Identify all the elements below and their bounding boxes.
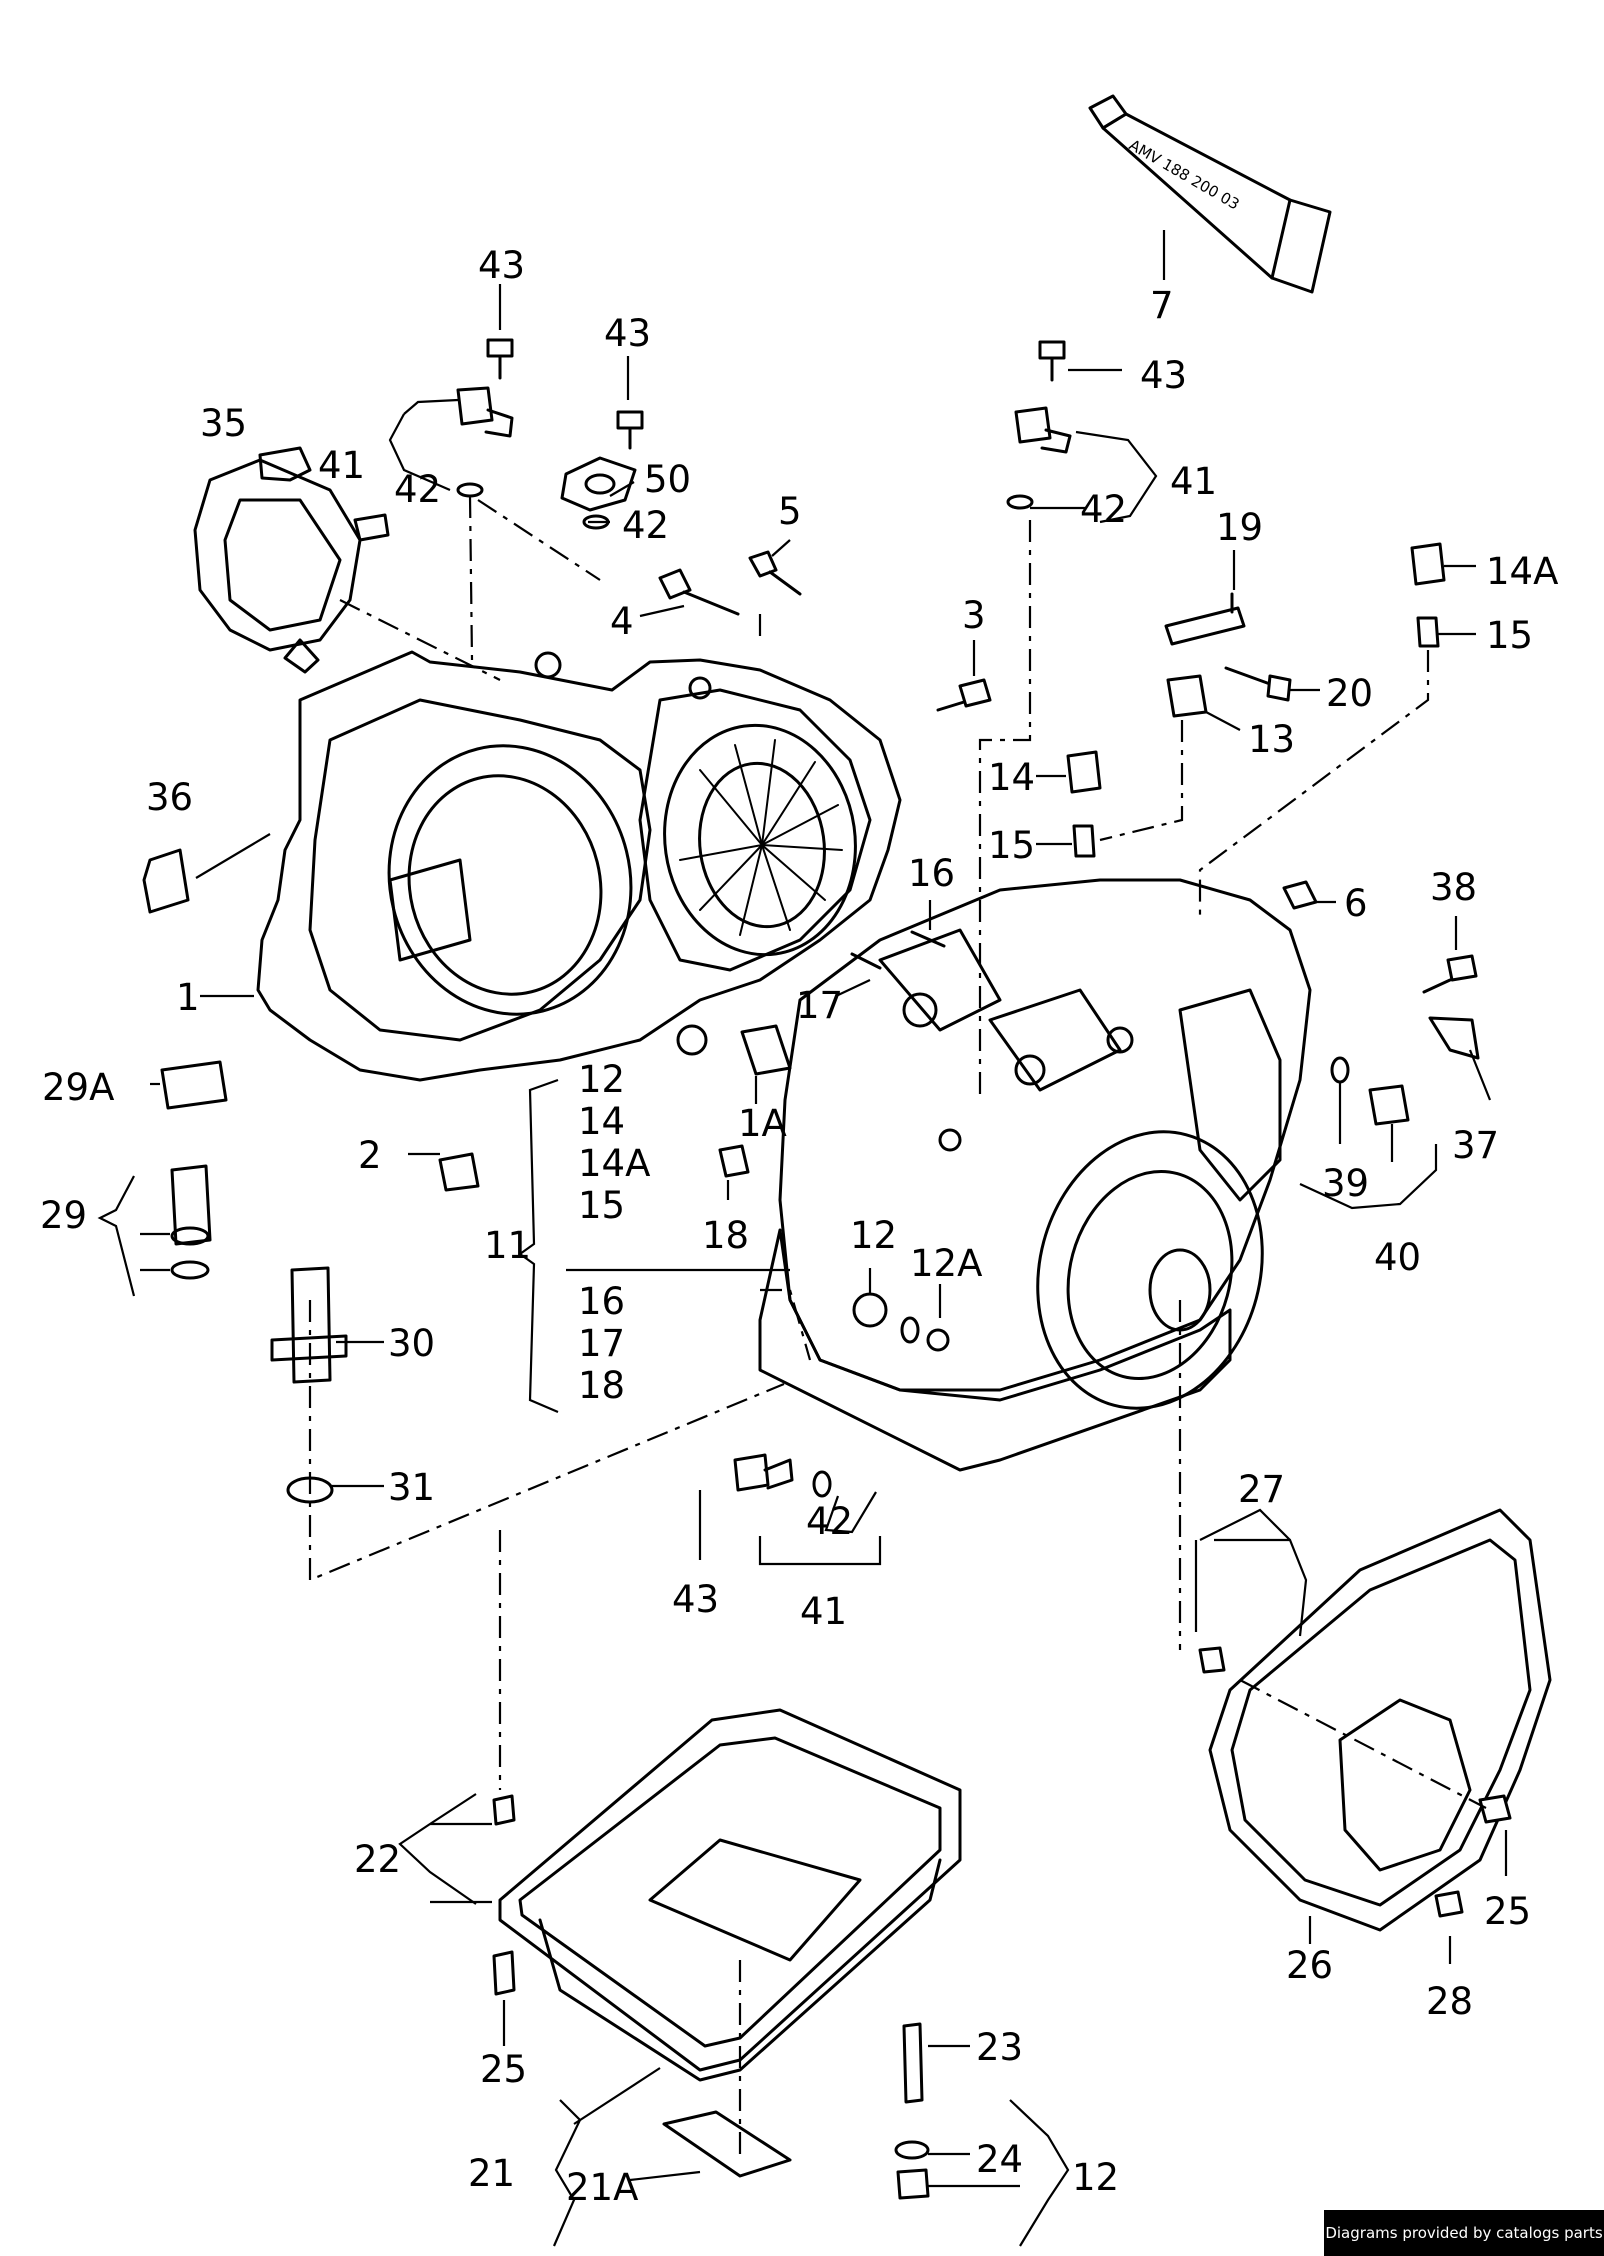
callout-4: 4 [610, 600, 634, 643]
callout-35: 35 [200, 402, 247, 445]
side-cover [1198, 1508, 1552, 1932]
gear-housing [758, 878, 1312, 1472]
small-parts [142, 338, 1480, 1504]
callout-27: 27 [1238, 1468, 1285, 1511]
group-11-item: 18 [578, 1364, 625, 1407]
callout-7: 7 [1150, 284, 1174, 327]
group-11-item: 14A [578, 1142, 650, 1185]
callout-36: 36 [146, 776, 193, 819]
callout-50: 50 [644, 458, 691, 501]
transmission-case [256, 650, 902, 1082]
callout-12A: 12A [910, 1242, 982, 1285]
callout-41c: 41 [800, 1590, 847, 1633]
callout-20: 20 [1326, 672, 1373, 715]
callout-21: 21 [468, 2152, 515, 2195]
callout-2: 2 [358, 1134, 382, 1177]
group-11-item: 16 [578, 1280, 625, 1323]
callout-29A: 29A [42, 1066, 114, 1109]
callout-labels: 43 43 43 43 7 35 41 42 50 42 41 42 5 4 3… [40, 244, 1558, 2209]
callout-43e: 43 [672, 1578, 719, 1621]
callout-3: 3 [962, 594, 986, 637]
sealant-tube: AMV 188 200 03 [1088, 94, 1332, 294]
callout-1: 1 [176, 976, 200, 1019]
callout-15a: 15 [1486, 614, 1533, 657]
group-11-label: 11 [484, 1224, 531, 1267]
callout-17a: 17 [796, 984, 843, 1027]
group-11-item: 14 [578, 1100, 625, 1143]
callout-19: 19 [1216, 506, 1263, 549]
callout-13: 13 [1248, 718, 1295, 761]
callout-12a: 12 [850, 1214, 897, 1257]
callout-37: 37 [1452, 1124, 1499, 1167]
callout-25a: 25 [480, 2048, 527, 2091]
callout-42b: 42 [622, 504, 669, 547]
callout-12b: 12 [1072, 2156, 1119, 2199]
assembly-axes [308, 495, 1487, 2160]
callout-22: 22 [354, 1838, 401, 1881]
callout-24: 24 [976, 2138, 1023, 2181]
callout-21A: 21A [566, 2166, 638, 2209]
callout-23: 23 [976, 2026, 1023, 2069]
callout-38: 38 [1430, 866, 1477, 909]
callout-16a: 16 [908, 852, 955, 895]
group-11-item: 15 [578, 1184, 625, 1227]
callout-39: 39 [1322, 1162, 1369, 1205]
callout-14a: 14 [988, 756, 1035, 799]
callout-18a: 18 [702, 1214, 749, 1257]
callout-41b: 41 [1170, 460, 1217, 503]
callout-42d: 42 [806, 1500, 853, 1543]
callout-1A: 1A [738, 1102, 787, 1145]
oil-pan [492, 1708, 962, 2200]
callout-14Aa: 14A [1486, 550, 1558, 593]
callout-42a: 42 [394, 468, 441, 511]
callout-43b: 43 [604, 312, 651, 355]
callout-30: 30 [388, 1322, 435, 1365]
callout-29: 29 [40, 1194, 87, 1237]
callout-31: 31 [388, 1466, 435, 1509]
callout-25b: 25 [1484, 1890, 1531, 1933]
group-11-item: 17 [578, 1322, 625, 1365]
guard-ring [193, 446, 390, 674]
callout-5: 5 [778, 490, 802, 533]
group-11-item: 12 [578, 1058, 625, 1101]
leader-lines [97, 284, 1508, 2247]
callout-42c: 42 [1080, 488, 1127, 531]
callout-43a: 43 [478, 244, 525, 287]
callout-15b: 15 [988, 824, 1035, 867]
callout-43c: 43 [1140, 354, 1187, 397]
credit-badge: Diagrams provided by catalogs parts [1324, 2210, 1604, 2256]
callout-26: 26 [1286, 1944, 1333, 1987]
callout-41a: 41 [318, 444, 365, 487]
callout-6: 6 [1344, 882, 1368, 925]
callout-40: 40 [1374, 1236, 1421, 1279]
callout-28: 28 [1426, 1980, 1473, 2023]
